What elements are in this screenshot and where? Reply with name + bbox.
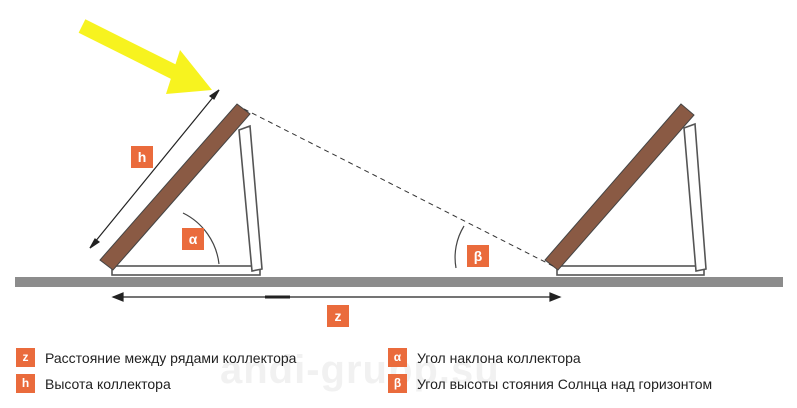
legend-item-beta: β Угол высоты стояния Солнца над горизон… (388, 374, 712, 393)
alpha-angle-arc (182, 212, 220, 265)
legend-chip: α (388, 348, 407, 367)
badge-h: h (131, 146, 153, 168)
legend-chip: β (388, 374, 407, 393)
legend-chip: z (16, 348, 35, 367)
legend-item-h: h Высота коллектора (16, 374, 171, 393)
sun-arrow-icon (78, 19, 212, 94)
beta-angle-arc (454, 225, 465, 269)
right-collector-panel (544, 103, 695, 271)
legend-text: Расстояние между рядами коллектора (45, 349, 297, 366)
right-collector-frame (556, 122, 707, 276)
height-dimension-line (89, 89, 220, 249)
badge-beta: β (467, 245, 489, 267)
legend-text: Угол наклона коллектора (417, 349, 581, 366)
legend-text: Высота коллектора (45, 375, 171, 392)
legend-text: Угол высоты стояния Солнца над горизонто… (417, 375, 713, 392)
left-collector-panel (99, 103, 251, 271)
badge-alpha: α (182, 228, 204, 250)
legend-chip: h (16, 374, 35, 393)
ground (15, 277, 783, 287)
left-collector-frame (111, 124, 263, 276)
badge-z: z (327, 305, 349, 327)
distance-dimension-line (111, 292, 562, 302)
legend-item-z: z Расстояние между рядами коллектора (16, 348, 296, 367)
legend-item-alpha: α Угол наклона коллектора (388, 348, 581, 367)
sun-ray-dashed-line (243, 108, 554, 267)
